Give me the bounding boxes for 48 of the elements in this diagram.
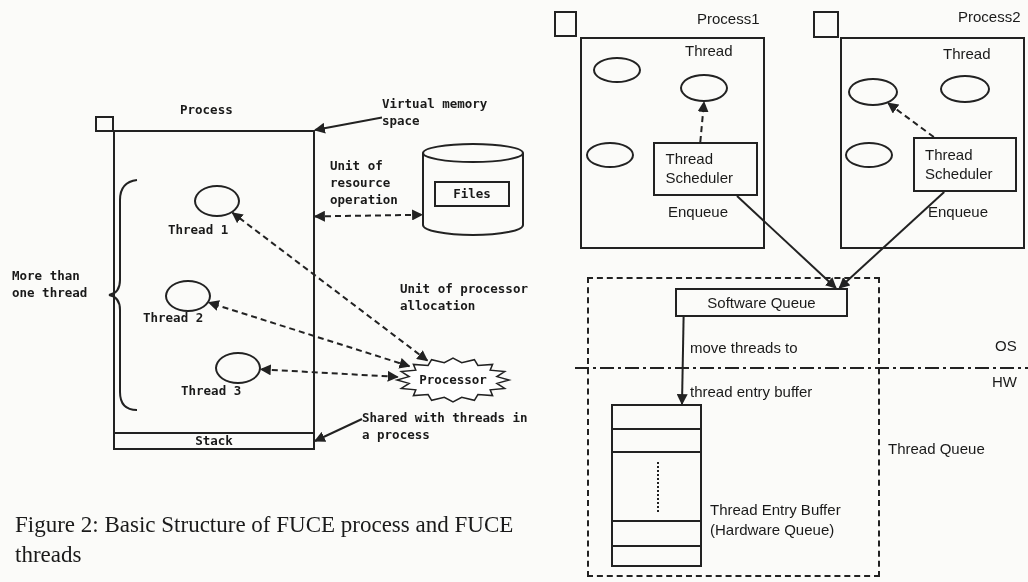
- annotation-text: Shared with threads in a process: [362, 410, 537, 446]
- thread-ellipse: [845, 142, 893, 168]
- edge-label: Enqueue: [668, 203, 729, 222]
- edge-label: Unit of resource operation: [330, 158, 399, 209]
- node-label: Stack: [195, 433, 233, 449]
- node-title: Thread: [943, 45, 991, 63]
- thread-ellipse: [593, 57, 641, 83]
- node-label: Thread Scheduler: [665, 150, 735, 188]
- node-label: Software Queue: [707, 293, 816, 312]
- dashed-double-arrow: [207, 300, 411, 369]
- dashed-double-arrow: [259, 364, 399, 382]
- node-title: Thread 3: [181, 383, 242, 398]
- node-label: Thread Scheduler: [925, 145, 994, 184]
- queue-box: [675, 288, 848, 317]
- node-title: Thread 2: [143, 310, 204, 325]
- text-label: More than one thread: [12, 268, 89, 302]
- node-title: Thread Queue: [888, 440, 985, 458]
- figure-caption: Figure 2: Basic Structure of FUCE process and FUCE threads: [15, 511, 515, 569]
- node-title: Thread Entry Buffer (Hardware Queue): [710, 500, 842, 539]
- node-label: Processor: [419, 372, 487, 388]
- text-label: OS: [995, 337, 1017, 356]
- arrow: [676, 316, 688, 406]
- node-title: Process: [180, 102, 233, 117]
- arrow: [313, 116, 383, 134]
- dashed-double-arrow: [313, 209, 424, 222]
- thread-ellipse: [586, 142, 634, 168]
- arrow: [736, 195, 837, 289]
- node-title: Thread: [685, 42, 733, 60]
- arrow: [838, 191, 946, 289]
- node-title: Process1: [697, 10, 760, 28]
- text-label: HW: [992, 373, 1017, 392]
- database-cylinder: [422, 143, 524, 235]
- scheduler-box: [913, 137, 1017, 192]
- annotation-text: Virtual memory space: [382, 96, 507, 132]
- dashed-arrow: [887, 102, 935, 138]
- node-label: Files: [453, 186, 491, 202]
- thread-ellipse: [848, 78, 898, 106]
- arrow: [314, 418, 363, 442]
- dashed-double-arrow: [231, 211, 429, 362]
- processor-starburst: [397, 358, 509, 402]
- file-box: [434, 181, 510, 207]
- scheduler-box: [653, 142, 758, 196]
- node-title: Thread 1: [168, 222, 229, 237]
- text-label: Unit of processor allocation: [400, 281, 529, 315]
- dashed-arrow: [697, 100, 709, 143]
- edge-label: Enqueue: [928, 203, 989, 222]
- node-title: Process2: [958, 8, 1021, 26]
- edge-label: move threads to thread entry buffer: [690, 338, 814, 402]
